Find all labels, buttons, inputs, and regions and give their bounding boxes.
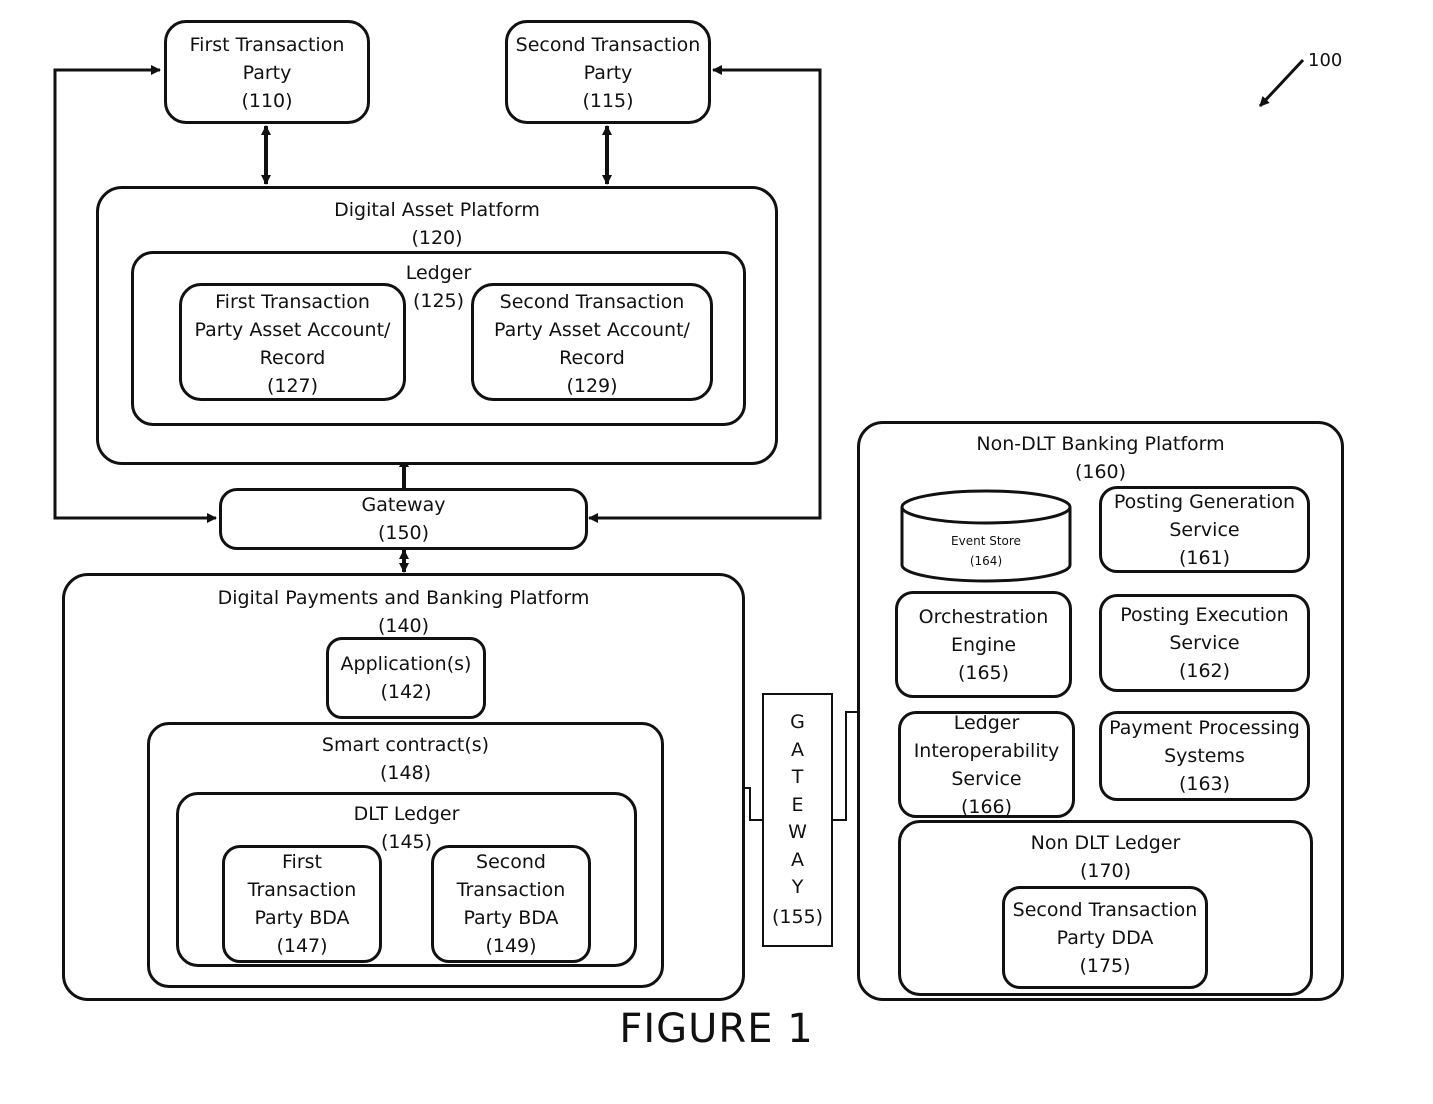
vertical-gateway-letters: G A T E W A Y — [764, 709, 831, 902]
figure-ref-arrow — [1260, 60, 1303, 106]
digital-payments-platform-title: Digital Payments and Banking Platform (1… — [65, 584, 742, 640]
second-transaction-party: Second Transaction Party (115) — [505, 20, 711, 124]
posting-generation-service: Posting Generation Service (161) — [1099, 486, 1310, 573]
digital-payments-banking-platform: Digital Payments and Banking Platform (1… — [62, 573, 745, 1001]
second-party-bda-label: Second Transaction Party BDA (149) — [434, 848, 588, 960]
link-payments-side-gateway — [744, 788, 763, 820]
vertical-gateway-number: (155) — [764, 903, 831, 931]
second-party-dda: Second Transaction Party DDA (175) — [1002, 886, 1208, 989]
first-party-bda: First Transaction Party BDA (147) — [222, 845, 382, 963]
figure-reference-number: 100 — [1308, 50, 1342, 71]
payment-processing-systems: Payment Processing Systems (163) — [1099, 711, 1310, 801]
applications: Application(s) (142) — [326, 637, 486, 719]
first-party-bda-label: First Transaction Party BDA (147) — [225, 848, 379, 960]
smart-contracts-title: Smart contract(s) (148) — [150, 731, 661, 787]
figure-caption: FIGURE 1 — [0, 1006, 1433, 1052]
first-transaction-party: First Transaction Party (110) — [164, 20, 370, 124]
first-party-asset-account-label: First Transaction Party Asset Account/ R… — [182, 288, 403, 400]
second-party-asset-account: Second Transaction Party Asset Account/ … — [471, 283, 713, 401]
ledger-interoperability-service: Ledger Interoperability Service (166) — [898, 711, 1075, 818]
orchestration-engine: Orchestration Engine (165) — [895, 591, 1072, 698]
ledger-interoperability-label: Ledger Interoperability Service (166) — [901, 709, 1072, 821]
payment-processing-label: Payment Processing Systems (163) — [1102, 714, 1307, 798]
second-transaction-party-label: Second Transaction Party (115) — [508, 31, 708, 115]
posting-generation-label: Posting Generation Service (161) — [1102, 488, 1307, 572]
ledger-container: Ledger (125) First Transaction Party Ass… — [131, 251, 746, 426]
orchestration-engine-label: Orchestration Engine (165) — [898, 603, 1069, 687]
non-dlt-ledger: Non DLT Ledger (170) Second Transaction … — [898, 820, 1313, 996]
posting-execution-service: Posting Execution Service (162) — [1099, 594, 1310, 692]
second-party-bda: Second Transaction Party BDA (149) — [431, 845, 591, 963]
gateway-label: Gateway (150) — [222, 491, 585, 547]
first-party-asset-account: First Transaction Party Asset Account/ R… — [179, 283, 406, 401]
digital-asset-platform-title: Digital Asset Platform (120) — [99, 196, 775, 252]
non-dlt-ledger-title: Non DLT Ledger (170) — [901, 829, 1310, 885]
gateway: Gateway (150) — [219, 488, 588, 550]
event-store: Event Store (164) — [900, 489, 1072, 583]
event-store-label: Event Store (164) — [900, 531, 1072, 571]
posting-execution-label: Posting Execution Service (162) — [1102, 601, 1307, 685]
second-party-dda-label: Second Transaction Party DDA (175) — [1005, 896, 1205, 980]
applications-label: Application(s) (142) — [329, 650, 483, 706]
second-party-asset-account-label: Second Transaction Party Asset Account/ … — [474, 288, 710, 400]
vertical-gateway: G A T E W A Y (155) — [762, 693, 833, 947]
digital-asset-platform: Digital Asset Platform (120) Ledger (125… — [96, 186, 778, 465]
first-transaction-party-label: First Transaction Party (110) — [167, 31, 367, 115]
smart-contracts: Smart contract(s) (148) DLT Ledger (145)… — [147, 722, 664, 988]
link-side-gateway-nondlt — [832, 712, 858, 820]
non-dlt-banking-platform: Non-DLT Banking Platform (160) Event Sto… — [857, 421, 1344, 1001]
non-dlt-platform-title: Non-DLT Banking Platform (160) — [860, 430, 1341, 486]
dlt-ledger: DLT Ledger (145) First Transaction Party… — [176, 792, 637, 967]
